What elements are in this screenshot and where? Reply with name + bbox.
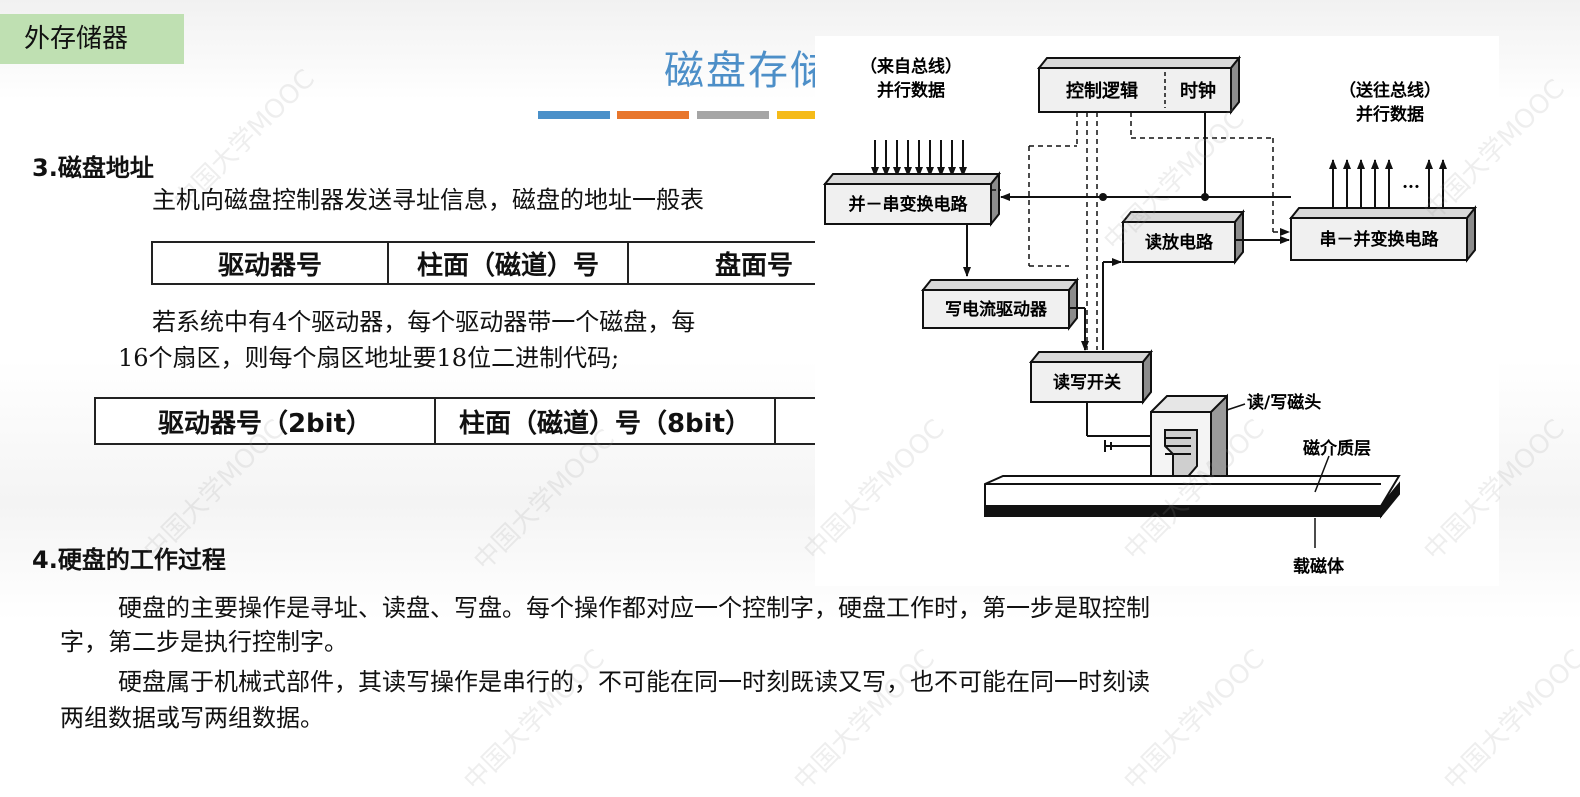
color-bar-blue xyxy=(538,111,610,119)
table1-cell-drive: 驱动器号 xyxy=(151,241,389,285)
write-driver-label: 写电流驱动器 xyxy=(945,299,1048,320)
p2s-label: 并－串变换电路 xyxy=(849,194,969,215)
input-bus-label-2: 并行数据 xyxy=(877,80,945,101)
watermark: 中国大学MOOC xyxy=(1438,644,1580,797)
junction-dot-clock xyxy=(1201,193,1209,201)
section4-p2-line2: 两组数据或写两组数据。 xyxy=(60,704,324,732)
slide-title: 磁盘存储 xyxy=(664,48,832,94)
table2-cell-drive: 驱动器号（2bit） xyxy=(94,397,436,445)
section3-example-line1: 若系统中有4个驱动器，每个驱动器带一个磁盘，每 xyxy=(152,308,696,336)
section-tag: 外存储器 xyxy=(0,14,184,64)
control-logic-label: 控制逻辑 xyxy=(1066,80,1138,102)
medium-label: 磁介质层 xyxy=(1303,438,1371,459)
output-bus-label-1: （送往总线） xyxy=(1339,80,1441,101)
read-amp-label: 读放电路 xyxy=(1145,232,1214,253)
p2s-box xyxy=(822,171,1002,227)
s2p-box xyxy=(1288,205,1478,263)
clock-label: 时钟 xyxy=(1180,80,1216,102)
input-bus-label-1: （来自总线） xyxy=(860,56,962,77)
output-ellipsis: ... xyxy=(1402,173,1420,193)
address-table-2: 驱动器号（2bit） 柱面（磁道）号（8bit） xyxy=(94,397,868,445)
rw-switch-box xyxy=(1028,349,1154,405)
section4-p1-line1: 硬盘的主要操作是寻址、读盘、写盘。每个操作都对应一个控制字，硬盘工作时，第一步是… xyxy=(118,594,1150,622)
section3-intro: 主机向磁盘控制器发送寻址信息，磁盘的地址一般表 xyxy=(152,186,704,214)
control-lines xyxy=(991,112,1290,350)
color-bar-orange xyxy=(617,111,689,119)
platter xyxy=(984,475,1401,519)
write-driver-box xyxy=(920,277,1080,331)
control-logic-box xyxy=(1036,55,1242,115)
section3-example-line2: 16个扇区，则每个扇区地址要18位二进制代码; xyxy=(118,344,620,372)
read-amp-box xyxy=(1120,209,1246,265)
watermark: 中国大学MOOC xyxy=(1118,644,1271,797)
table1-cell-cylinder: 柱面（磁道）号 xyxy=(387,241,629,285)
section4-p1-line2: 字，第二步是执行控制字。 xyxy=(60,628,348,656)
input-arrows xyxy=(871,140,967,177)
section4-heading: 4.硬盘的工作过程 xyxy=(32,546,226,574)
carrier-label: 载磁体 xyxy=(1293,556,1345,577)
color-bar-yellow xyxy=(777,111,817,119)
junction-dot-bus xyxy=(1099,193,1107,201)
output-bus-label-2: 并行数据 xyxy=(1356,104,1424,125)
head-label: 读/写磁头 xyxy=(1247,392,1321,413)
medium-pointer xyxy=(1314,455,1330,493)
address-table-1: 驱动器号 柱面（磁道）号 盘面号 xyxy=(151,241,881,285)
output-arrows xyxy=(1329,159,1447,208)
table2-cell-cylinder: 柱面（磁道）号（8bit） xyxy=(434,397,776,445)
color-bar-gray xyxy=(697,111,769,119)
s2p-label: 串－并变换电路 xyxy=(1320,229,1440,250)
watermark: 中国大学MOOC xyxy=(458,644,611,797)
disk-diagram: （来自总线） 并行数据 （送往总线） 并行数据 ... xyxy=(815,36,1499,586)
disk-diagram-svg: （来自总线） 并行数据 （送往总线） 并行数据 ... xyxy=(822,55,1478,577)
watermark: 中国大学MOOC xyxy=(788,644,941,797)
rw-switch-label: 读写开关 xyxy=(1053,372,1121,393)
section3-heading: 3.磁盘地址 xyxy=(32,154,154,182)
section4-p2-line1: 硬盘属于机械式部件，其读写操作是串行的，不可能在同一时刻既读又写，也不可能在同一… xyxy=(118,668,1150,696)
head-pointer xyxy=(1226,403,1246,411)
